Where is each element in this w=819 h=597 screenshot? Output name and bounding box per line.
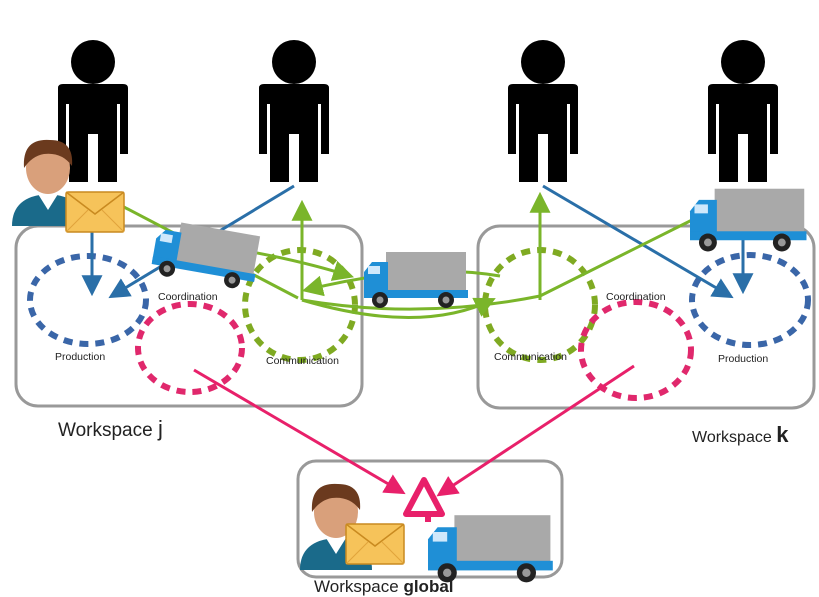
communication-circle-j (242, 247, 358, 363)
label-communication-k: Communication (494, 351, 567, 363)
workspace-global-label: Workspace global (314, 577, 454, 596)
envelope-icon (65, 191, 125, 233)
truck-icon (690, 188, 807, 252)
person-silhouette-icon (508, 40, 578, 182)
coordination-circle-j (135, 301, 245, 395)
person-silhouette-icon (708, 40, 778, 182)
person-silhouette-icon (259, 40, 329, 182)
workspace-j-name: j (157, 416, 163, 441)
production-circle-j (27, 253, 149, 347)
label-coordination-k: Coordination (606, 291, 666, 303)
truck-icon (428, 515, 553, 583)
blue-arrow (542, 184, 734, 299)
label-production-k: Production (718, 353, 768, 365)
green-arrow (301, 297, 496, 319)
workspace-j-prefix: Workspace (58, 420, 158, 441)
workspace-global-name: global (403, 577, 453, 596)
workspace-k-box (476, 224, 816, 410)
label-communication-j: Communication (266, 355, 339, 367)
green-arrow (301, 294, 541, 311)
envelope-icon (345, 523, 405, 565)
truck-icon (364, 252, 468, 308)
pink-arrow (193, 368, 406, 495)
workspace-k-name: k (776, 422, 789, 447)
coordination-triangle-icon (403, 477, 445, 517)
green-arrow (539, 214, 701, 298)
workspace-k-label: Workspace k (692, 422, 789, 447)
production-circle-k (689, 252, 811, 348)
label-coordination-j: Coordination (158, 291, 218, 303)
label-production-j: Production (55, 351, 105, 363)
coordination-circle-k (578, 299, 694, 401)
workspace-global-box (296, 459, 564, 579)
pink-arrow (436, 364, 635, 497)
workspace-k-prefix: Workspace (692, 429, 776, 446)
workspace-j-label: Workspace j (58, 416, 163, 441)
workspace-global-prefix: Workspace (314, 577, 403, 596)
